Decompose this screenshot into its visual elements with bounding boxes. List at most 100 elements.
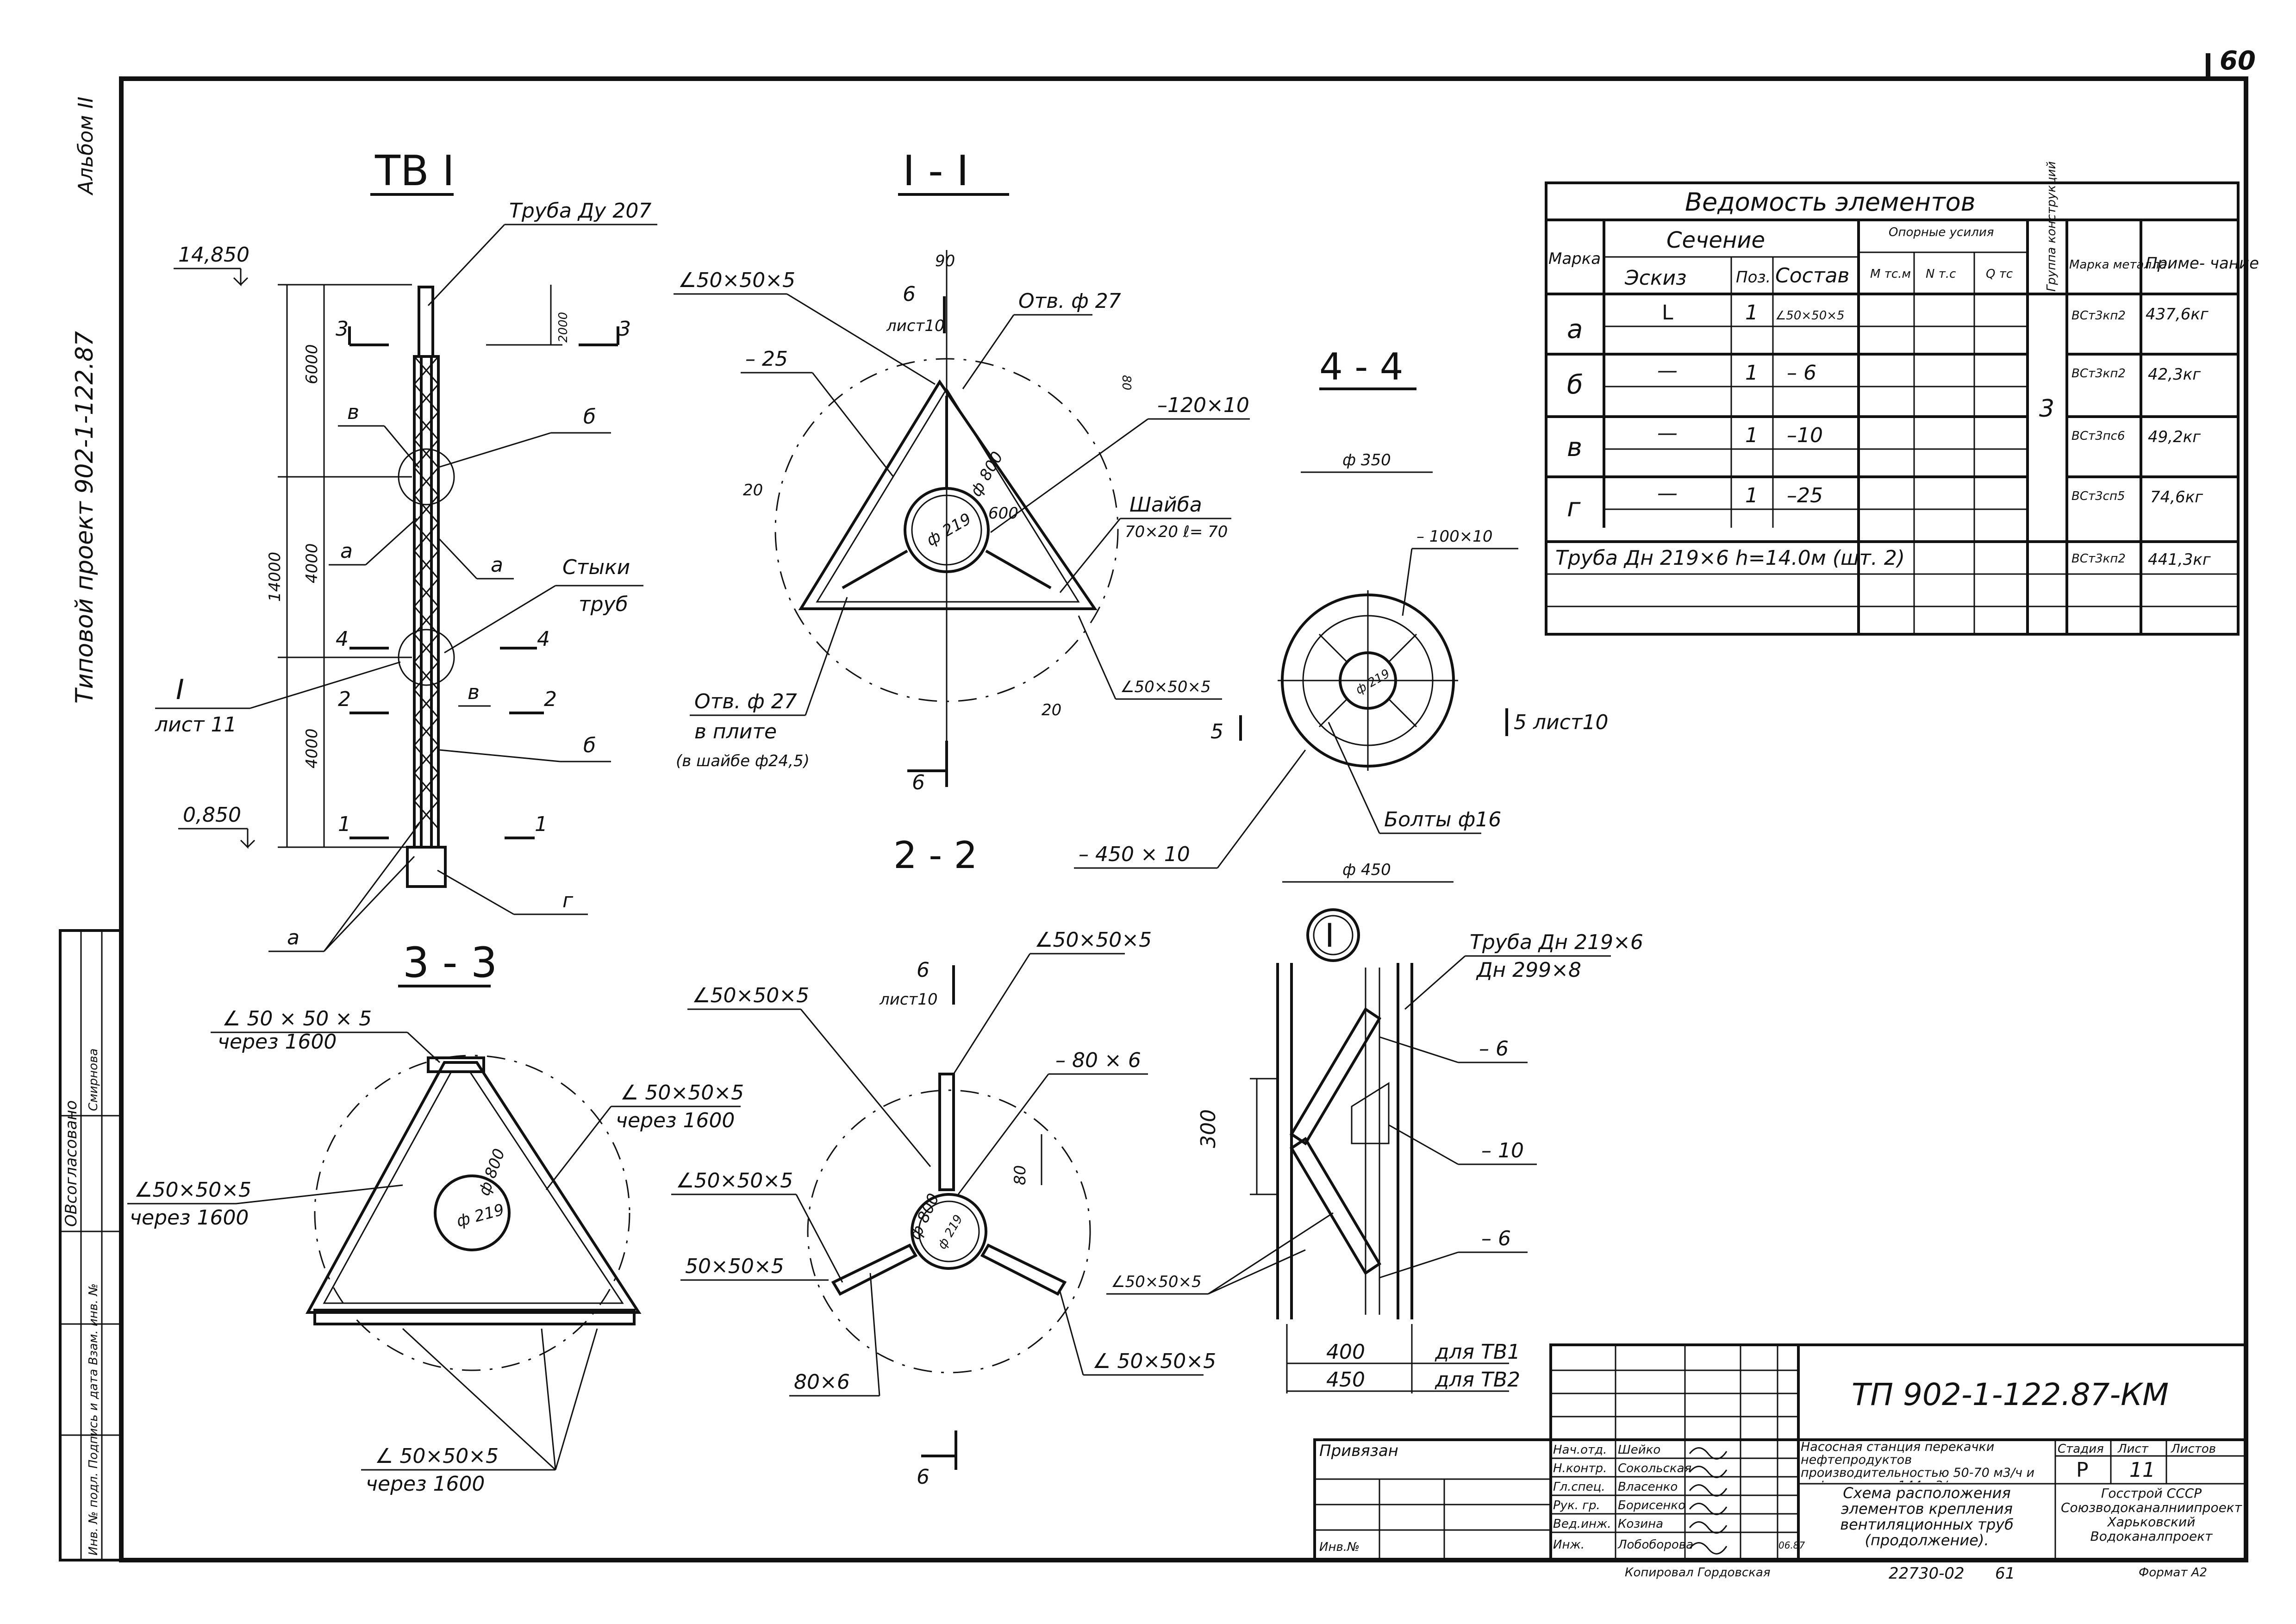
drawing-label: 3 bbox=[336, 317, 349, 341]
drawing-label: Привязан bbox=[1319, 1442, 1398, 1460]
drawing-label: Инв.№ bbox=[1319, 1540, 1360, 1554]
drawing-label: ВСт3кп2 bbox=[2071, 552, 2126, 566]
drawing-label: — bbox=[1657, 359, 1678, 382]
drawing-label: 6 bbox=[903, 282, 916, 306]
drawing-label: – 80 × 6 bbox=[1055, 1049, 1141, 1072]
drawing-label: Стыки bbox=[562, 556, 630, 579]
drawing-label: ∠ 50×50×5 bbox=[1092, 1349, 1216, 1373]
drawing-label: Листов bbox=[2171, 1442, 2216, 1456]
table-row[interactable]: г — 1 –25 ВСт3сп5 74,6кг bbox=[1567, 481, 2203, 523]
drawing-label: 300 bbox=[1197, 1109, 1220, 1148]
drawing-label: 5 bbox=[1210, 720, 1223, 743]
drawing-label: ∠ 50 × 50 × 5 bbox=[222, 1007, 372, 1031]
drawing-label: Эскиз bbox=[1624, 266, 1686, 290]
drawing-label: 437,6кг bbox=[2146, 305, 2209, 324]
drawing-label: 80 bbox=[1119, 375, 1133, 390]
drawing-label: Труба Ду 207 bbox=[509, 199, 651, 223]
drawing-label: ВСт3кп2 bbox=[2071, 309, 2126, 323]
drawing-label: 4 - 4 bbox=[1319, 345, 1404, 388]
drawing-label: г bbox=[1567, 493, 1581, 523]
drawing-label: Гл.спец. bbox=[1553, 1480, 1605, 1494]
table-row[interactable]: а L 1 ∠50×50×5 ВСт3кп2 437,6кг bbox=[1567, 301, 2209, 344]
drawing-label: ∠50×50×5 bbox=[676, 1169, 793, 1193]
drawing-label: 4000 bbox=[303, 728, 321, 768]
drawing-label: 2 bbox=[544, 687, 557, 711]
drawing-label: I - I bbox=[903, 147, 969, 195]
drawing-label: в bbox=[468, 681, 480, 704]
drawing-label: 2 - 2 bbox=[893, 834, 978, 877]
drawing-label: 1 bbox=[1745, 361, 1758, 385]
drawing-label: для ТВ1 bbox=[1435, 1340, 1520, 1364]
drawing-label: Q тс bbox=[1986, 267, 2013, 281]
agreed-name: Смирнова bbox=[87, 1049, 100, 1111]
drawing-label: ВСт3кп2 bbox=[2071, 367, 2126, 381]
drawing-label: ВСт3пс6 bbox=[2071, 429, 2125, 443]
drawing-label: 1 bbox=[535, 812, 548, 836]
drawing-label: через 1600 bbox=[130, 1206, 249, 1230]
drawing-label: 600 bbox=[988, 504, 1018, 523]
drawing-label: 80×6 bbox=[794, 1370, 850, 1394]
drawing-label: ф 450 bbox=[1342, 861, 1391, 879]
drawing-label: 50×50×5 bbox=[685, 1255, 784, 1278]
drawing-label: ∠50×50×5 bbox=[1111, 1273, 1202, 1291]
designation: ТП 902-1-122.87-КМ bbox=[1852, 1377, 2169, 1412]
drawing-label: 3 bbox=[2039, 395, 2054, 423]
drawing-label: ф 800 bbox=[967, 449, 1007, 500]
drawing-label: 22730-02 bbox=[1889, 1564, 1965, 1583]
drawing-label: ∠50×50×5 bbox=[1775, 309, 1845, 323]
drawing-label: Рук. гр. bbox=[1553, 1499, 1600, 1512]
drawing-label: – 450 × 10 bbox=[1079, 843, 1190, 866]
drawing-label: Лист bbox=[2117, 1442, 2149, 1456]
elements-table[interactable]: Ведомость элементов Марка Сечение Эскиз … bbox=[1545, 161, 2259, 636]
drawing-label: –25 bbox=[1787, 484, 1823, 507]
drawing-label: лист10 bbox=[886, 317, 945, 335]
drawing-label: – 25 bbox=[745, 347, 788, 371]
drawing-label: 6 bbox=[917, 1465, 930, 1489]
drawing-label: – 6 bbox=[1787, 361, 1816, 385]
drawing-label: Сечение bbox=[1666, 227, 1765, 253]
drawing-label: – 100×10 bbox=[1416, 527, 1492, 546]
drawing-label: — bbox=[1657, 481, 1678, 505]
drawing-label: 1 bbox=[1745, 301, 1758, 325]
drawing-label: –10 bbox=[1787, 424, 1823, 447]
drawing-label: Приме- чание bbox=[2146, 254, 2259, 273]
table-row[interactable]: б — 1 – 6 ВСт3кп2 42,3кг bbox=[1567, 359, 2201, 400]
drawing-label: через 1600 bbox=[616, 1109, 735, 1132]
drawing-label: ф 219 bbox=[935, 1212, 966, 1251]
drawing-label: 14000 bbox=[266, 552, 284, 602]
ov-label: ОВ bbox=[62, 1204, 81, 1227]
drawing-label: 1 bbox=[1745, 424, 1758, 447]
table-row[interactable]: Труба Дн 219×6 h=14.0м (шт. 2) ВСт3кп2 4… bbox=[1555, 546, 2211, 570]
drawing-label: 0,850 bbox=[183, 803, 241, 827]
drawing-label: б bbox=[1567, 370, 1583, 400]
drawing-label: Инж. bbox=[1553, 1538, 1585, 1552]
drawing-label: 4000 bbox=[303, 543, 321, 583]
table-row[interactable]: в — 1 –10 ВСт3пс6 49,2кг bbox=[1567, 421, 2201, 462]
drawing-label: в плите bbox=[694, 720, 777, 743]
drawing-label: г bbox=[562, 889, 574, 912]
sheet-frame bbox=[119, 76, 2248, 1562]
drawing-label: Болты ф16 bbox=[1384, 808, 1501, 831]
drawing-label: Козина bbox=[1618, 1517, 1663, 1531]
drawing-label: – 10 bbox=[1481, 1139, 1524, 1162]
drawing-label: ∠ 50×50×5 bbox=[375, 1444, 499, 1468]
view-section-2-2: 2 - 2 ∠50×50×5 6 лист10 ∠50×50×5 – 80 × … bbox=[671, 834, 1216, 1489]
drawing-label: ∠ 50×50×5 bbox=[620, 1081, 744, 1105]
drawing-label: Стадия bbox=[2058, 1442, 2104, 1456]
drawing-label: Группа конструкций bbox=[2045, 161, 2059, 292]
drawing-label: 4 bbox=[336, 627, 349, 651]
drawing-label: через 1600 bbox=[218, 1030, 337, 1054]
drawing-label: – 6 bbox=[1479, 1037, 1509, 1061]
drawing-label: 42,3кг bbox=[2148, 365, 2201, 384]
drawing-label: 4 bbox=[537, 627, 550, 651]
table-title: Ведомость элементов bbox=[1685, 187, 1976, 217]
drawing-label: (в шайбе ф24,5) bbox=[676, 752, 810, 770]
drawing-label: а bbox=[287, 926, 299, 949]
agreed-label: согласовано bbox=[62, 1100, 81, 1204]
drawing-label: ∠50×50×5 bbox=[134, 1178, 251, 1202]
drawing-label: Труба Дн 219×6 h=14.0м (шт. 2) bbox=[1555, 546, 1905, 570]
drawing-label: ∠50×50×5 bbox=[1120, 678, 1211, 696]
drawing-label: L bbox=[1662, 301, 1673, 325]
sheet-title: Схема расположения элементов крепления в… bbox=[1840, 1485, 2014, 1549]
drawing-label: М тс.м bbox=[1870, 267, 1911, 281]
